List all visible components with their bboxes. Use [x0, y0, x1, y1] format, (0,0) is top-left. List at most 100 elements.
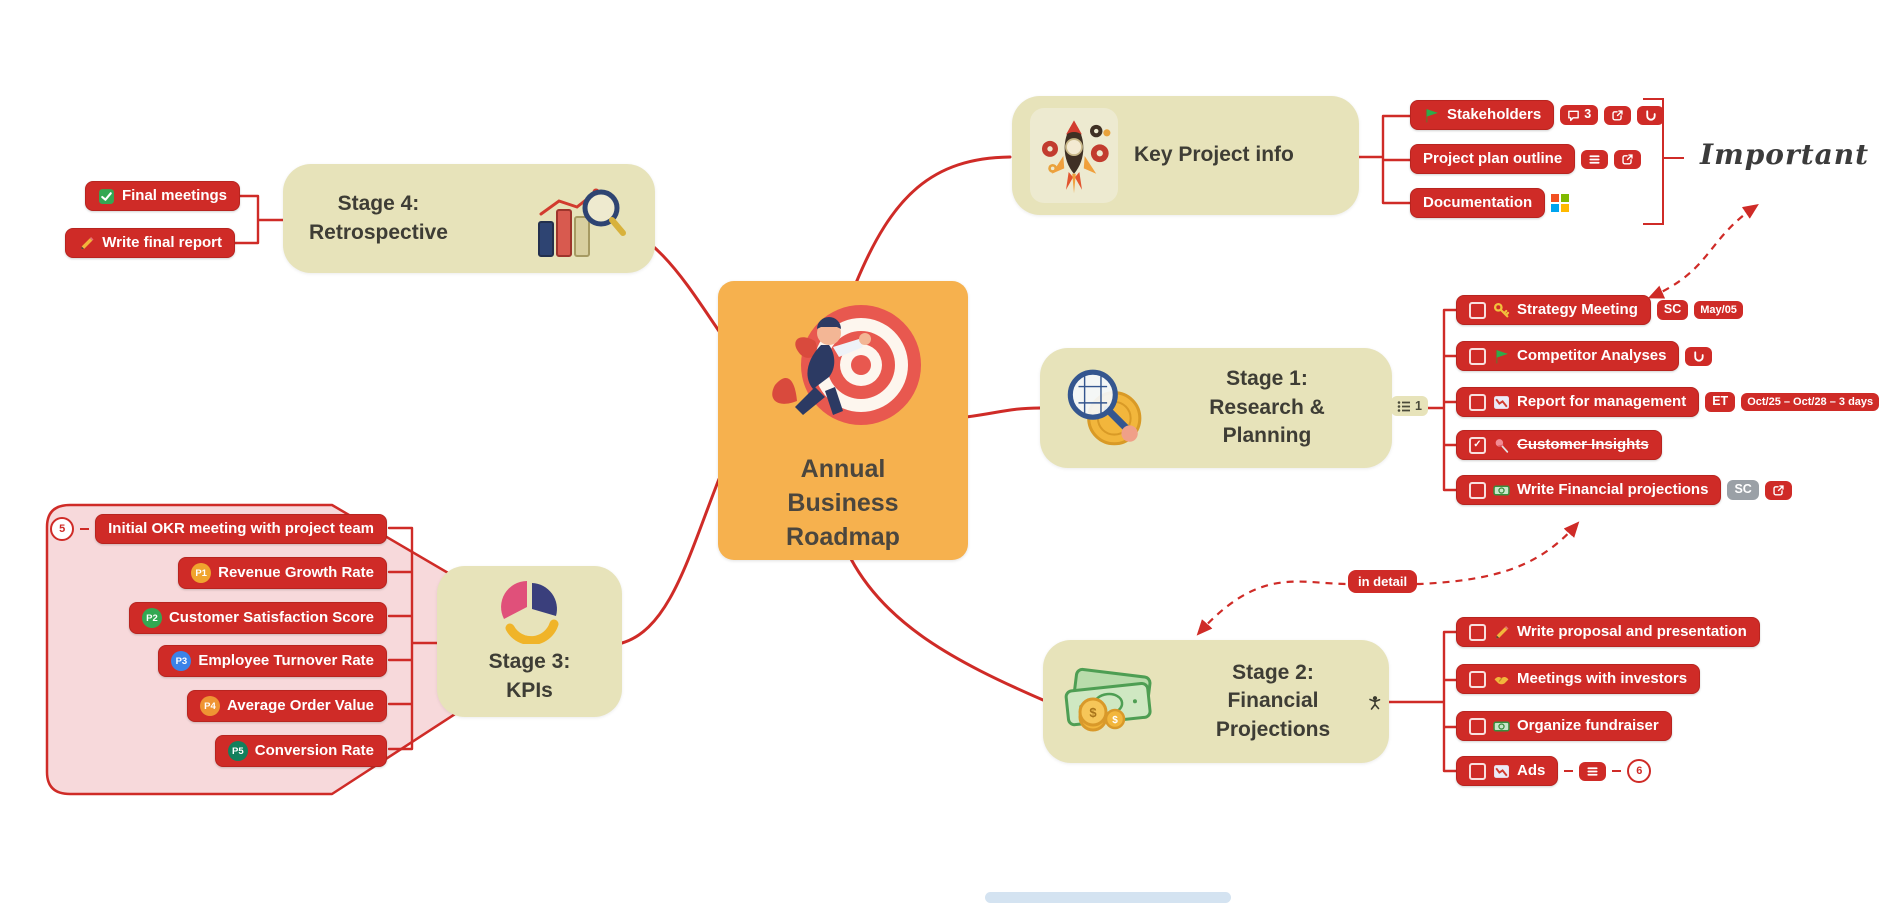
topic-row-documentation: Documentation [1410, 188, 1569, 218]
et-badge[interactable]: ET [1705, 392, 1736, 412]
topic-row-write-proposal: Write proposal and presentation [1456, 617, 1760, 647]
topic-row-meetings-investors: Meetings with investors [1456, 664, 1701, 694]
priority-badge-p3[interactable]: P3 [171, 651, 192, 671]
topic-revenue-growth-rate[interactable]: P1 Revenue Growth Rate [178, 557, 387, 589]
priority-badge-p5[interactable]: P5 [227, 741, 248, 761]
topic-report-for-management[interactable]: Report for management [1456, 387, 1700, 417]
open-link-badge[interactable] [1604, 105, 1632, 125]
topic-row-project-plan: Project plan outline [1410, 144, 1642, 174]
topic-label: Customer Satisfaction Score [168, 609, 374, 626]
hidden-subtopics-count[interactable]: 5 [50, 517, 75, 541]
checkbox-unchecked[interactable] [1469, 762, 1486, 780]
assignee-badge[interactable] [1363, 692, 1386, 714]
topic-label: Meetings with investors [1517, 670, 1688, 687]
topic-stakeholders[interactable]: Stakeholders [1410, 100, 1555, 130]
horizontal-scrollbar-thumb[interactable] [985, 892, 1231, 903]
checkbox-unchecked[interactable] [1469, 347, 1486, 365]
topic-stage1[interactable]: Stage 1: Research & Planning [1040, 348, 1392, 468]
topic-average-order-value[interactable]: P4 Average Order Value [186, 690, 387, 722]
topic-customer-satisfaction-score[interactable]: P2 Customer Satisfaction Score [128, 602, 387, 634]
checkbox-unchecked[interactable] [1469, 393, 1486, 411]
summary-label-important[interactable]: Important [1700, 138, 1870, 171]
topic-competitor-analyses[interactable]: Competitor Analyses [1456, 341, 1680, 371]
hook-badge[interactable] [1685, 346, 1713, 366]
topic-write-final-report[interactable]: Write final report [65, 228, 235, 258]
topic-meetings-with-investors[interactable]: Meetings with investors [1456, 664, 1701, 694]
priority-badge-p1[interactable]: P1 [191, 563, 212, 583]
topic-row-final-meetings: Final meetings [84, 181, 240, 211]
checkbox-unchecked[interactable] [1469, 301, 1486, 319]
money-illustration: $ $ [1059, 660, 1163, 744]
topic-label: Write proposal and presentation [1517, 623, 1747, 640]
target-jumper-illustration [737, 281, 949, 451]
notes-badge[interactable] [1581, 149, 1609, 169]
topic-row-initial-okr: 5 Initial OKR meeting with project team [50, 514, 387, 544]
open-link-badge[interactable] [1614, 149, 1642, 169]
priority-badge-p2[interactable]: P2 [141, 608, 162, 628]
topic-row-employee-turnover: P3 Employee Turnover Rate [158, 645, 387, 677]
topic-label: Ads [1517, 762, 1546, 779]
comment-icon [1568, 110, 1580, 121]
open-link-icon [1612, 109, 1623, 120]
topic-documentation[interactable]: Documentation [1410, 188, 1546, 218]
topic-initial-okr-meeting[interactable]: Initial OKR meeting with project team [95, 514, 387, 544]
checkbox-unchecked[interactable] [1469, 481, 1486, 499]
topic-stage4[interactable]: Stage 4: Retrospective [283, 164, 655, 273]
central-topic[interactable]: Annual Business Roadmap [718, 281, 968, 560]
checkbox-unchecked[interactable] [1469, 670, 1486, 688]
chart-magnifier-illustration [529, 176, 629, 262]
topic-project-plan-outline[interactable]: Project plan outline [1410, 144, 1576, 174]
topic-stage3[interactable]: Stage 3: KPIs [437, 566, 622, 717]
sc-badge-gray[interactable]: SC [1727, 480, 1759, 500]
topic-row-report-management: Report for management ET Oct/25 – Oct/28… [1456, 387, 1880, 417]
notes-icon [1589, 154, 1600, 164]
svg-text:$: $ [1089, 705, 1097, 720]
topic-label: Initial OKR meeting with project team [108, 520, 374, 537]
topic-row-organize-fundraiser: Organize fundraiser [1456, 711, 1672, 741]
sc-badge[interactable]: SC [1656, 300, 1689, 320]
list-count-badge[interactable]: 1 [1391, 396, 1428, 416]
stage4-title: Stage 4: Retrospective [309, 192, 448, 244]
topic-key-project-info[interactable]: Key Project info [1012, 96, 1359, 215]
topic-label: Conversion Rate [254, 742, 374, 759]
ms-logo-icon[interactable] [1551, 194, 1569, 212]
checkbox-unchecked[interactable] [1469, 717, 1486, 735]
check-icon [98, 188, 115, 205]
topic-final-meetings[interactable]: Final meetings [84, 181, 240, 211]
relationship-label-in-detail[interactable]: in detail [1348, 570, 1418, 593]
open-link-icon [1773, 484, 1784, 495]
topic-row-strategy-meeting: Strategy Meeting SC May/05 [1456, 295, 1743, 325]
checkbox-checked[interactable]: ✓ [1469, 436, 1486, 454]
assignee-figure-icon [1369, 696, 1381, 710]
topic-conversion-rate[interactable]: P5 Conversion Rate [214, 735, 387, 767]
date-badge[interactable]: Oct/25 – Oct/28 – 3 days [1741, 393, 1880, 411]
topic-write-proposal[interactable]: Write proposal and presentation [1456, 617, 1760, 647]
topic-ads[interactable]: Ads [1456, 756, 1559, 786]
key-icon [1493, 302, 1510, 319]
banknote-icon [1493, 718, 1510, 735]
topic-label: Revenue Growth Rate [218, 564, 374, 581]
topic-label: Report for management [1517, 393, 1687, 410]
date-badge[interactable]: May/05 [1694, 301, 1743, 319]
topic-employee-turnover-rate[interactable]: P3 Employee Turnover Rate [158, 645, 387, 677]
hidden-subtopics-count[interactable]: 6 [1627, 759, 1652, 783]
comment-count-badge[interactable]: 3 [1560, 105, 1599, 125]
pencil-icon [78, 235, 95, 252]
topic-write-financial-projections[interactable]: Write Financial projections [1456, 475, 1722, 505]
topic-row-ads: Ads 6 [1456, 756, 1652, 786]
topic-row-conversion-rate: P5 Conversion Rate [214, 735, 387, 767]
checkbox-unchecked[interactable] [1469, 623, 1486, 641]
open-link-badge[interactable] [1764, 480, 1792, 500]
hook-badge[interactable] [1637, 105, 1665, 125]
chart-decreasing-icon [1493, 763, 1510, 780]
green-flag-icon [1423, 107, 1440, 124]
topic-stage2[interactable]: $ $ Stage 2: Financial Projections [1043, 640, 1389, 763]
topic-organize-fundraiser[interactable]: Organize fundraiser [1456, 711, 1672, 741]
topic-strategy-meeting[interactable]: Strategy Meeting [1456, 295, 1651, 325]
stage3-title: Stage 3: KPIs [488, 650, 571, 702]
topic-customer-insights[interactable]: ✓ Customer Insights [1456, 430, 1662, 460]
topic-row-revenue-growth: P1 Revenue Growth Rate [178, 557, 387, 589]
notes-badge[interactable] [1579, 761, 1607, 781]
priority-badge-p4[interactable]: P4 [199, 696, 220, 716]
